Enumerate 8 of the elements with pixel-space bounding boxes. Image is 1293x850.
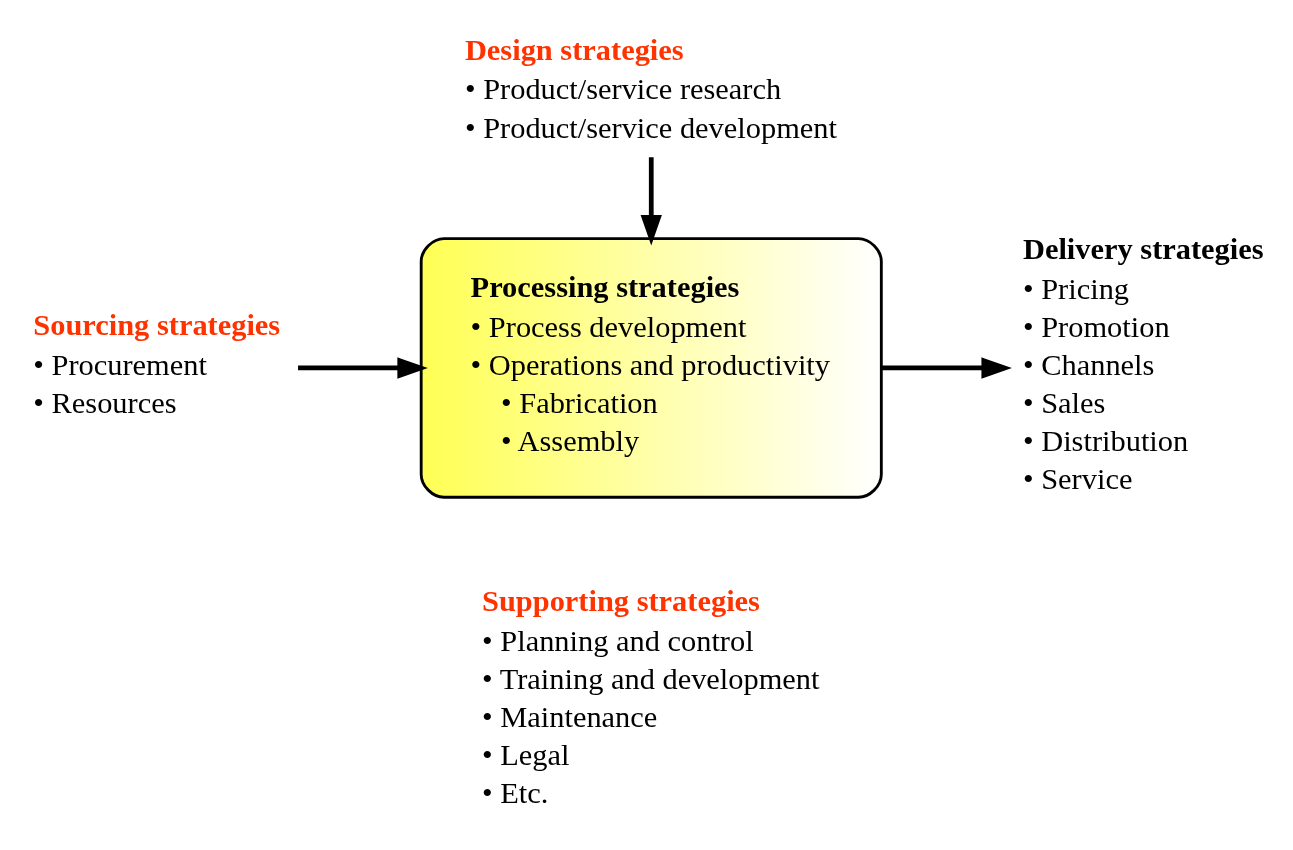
arrow: [640, 157, 662, 246]
node-box: Processing strategies • Process development • Operations and productivity • Fabrication • Assembly: [419, 237, 883, 499]
node-text: Supporting strategies • Planning and control • Training and development • Maintenance • Legal • Etc.: [482, 583, 820, 810]
node-text: Sourcing strategies • Procurement • Resources: [33, 308, 281, 421]
arrow: [881, 357, 1012, 379]
node-text: Design strategies • Product/service research • Product/service development: [464, 32, 837, 145]
node-text: Delivery strategies • Pricing • Promotion • Channels • Sales • Distribution • Service: [1022, 232, 1264, 497]
arrow: [298, 357, 428, 379]
